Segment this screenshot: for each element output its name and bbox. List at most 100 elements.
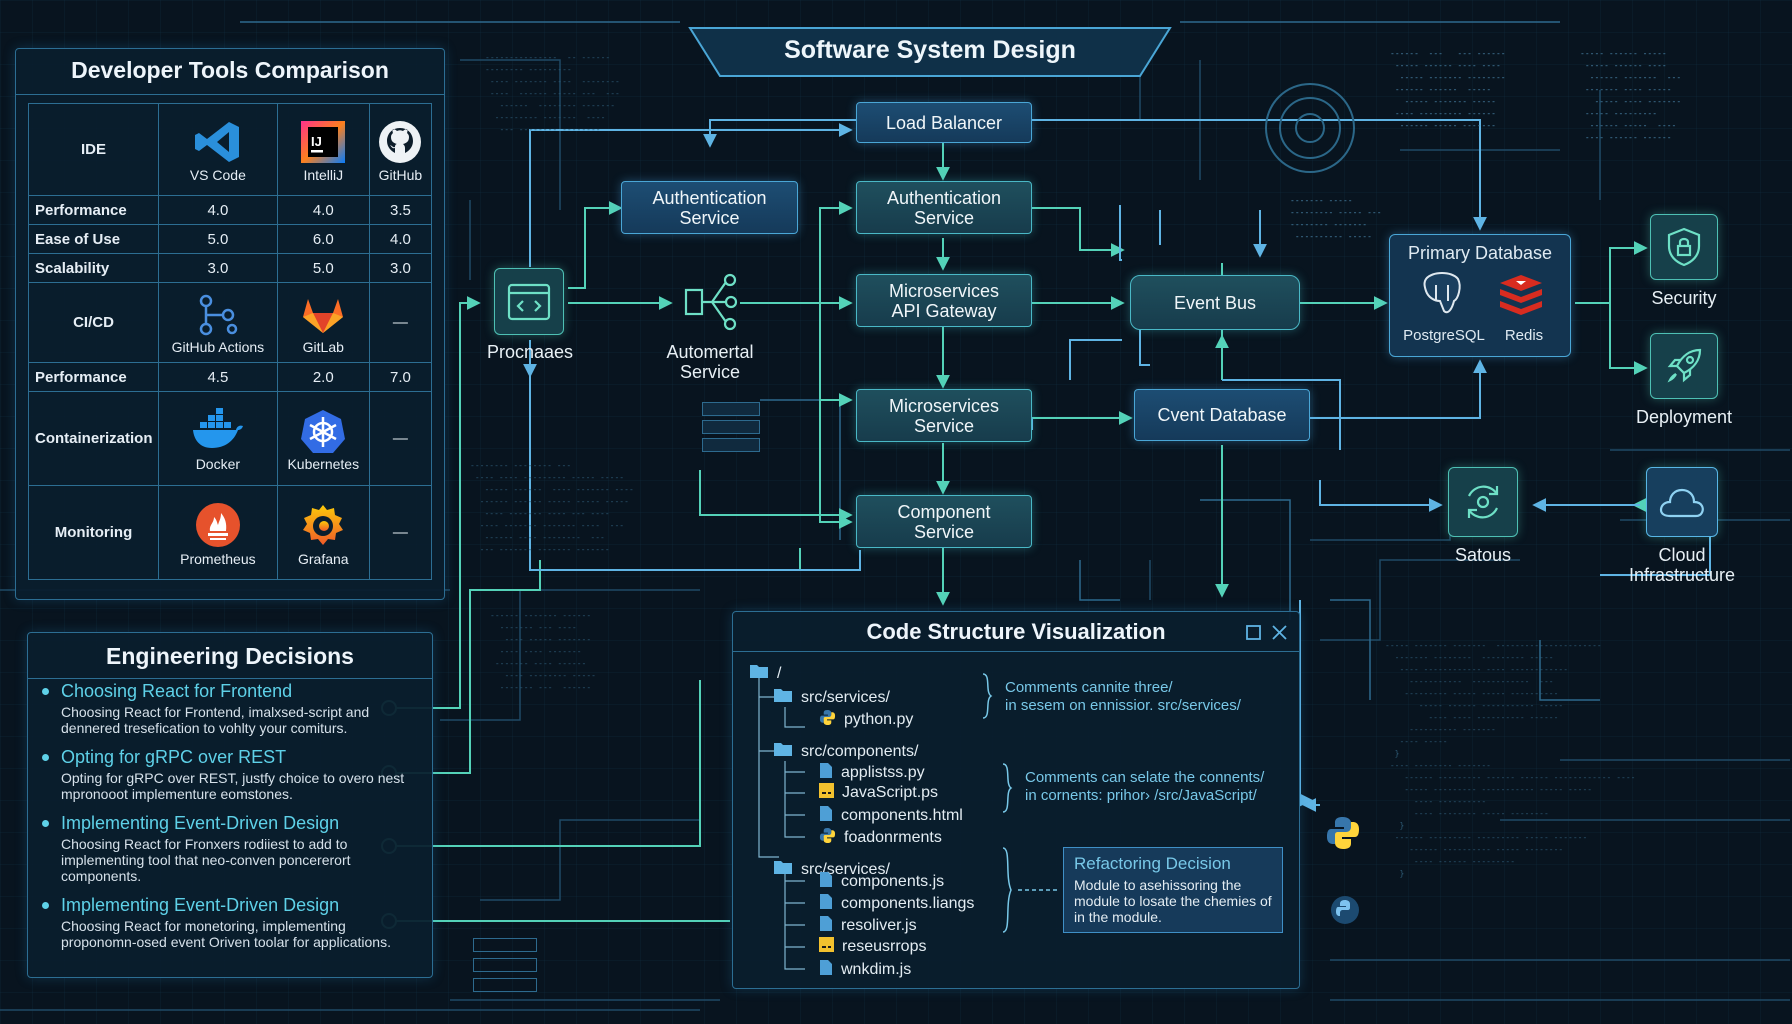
tree-folder[interactable]: / [749, 663, 781, 684]
tree-folder[interactable]: src/services/ [773, 687, 890, 708]
folder-icon [749, 663, 769, 684]
api-gateway-node[interactable]: Microservices API Gateway [856, 274, 1032, 327]
page-title: Software System Design [784, 35, 1076, 64]
tree-file[interactable]: components.html [819, 805, 963, 827]
folder-icon [773, 687, 793, 708]
tree-file[interactable]: resoliver.js [819, 915, 917, 937]
processes-label: Procnaaes [486, 342, 574, 362]
cloud-infrastructure-label: Cloud Infrastructure [1628, 545, 1736, 585]
folder-icon [773, 741, 793, 762]
window-controls [1246, 625, 1287, 640]
score-cell: 3.0 [368, 253, 433, 283]
decision-item[interactable]: Choosing React for Frontend Choosing Rea… [42, 681, 422, 736]
event-database-node[interactable]: Cvent Database [1134, 389, 1310, 441]
code-comment: Comments can selate the connents/ in cor… [1025, 769, 1265, 804]
code-structure-panel: Code Structure Visualization / src/servic… [732, 611, 1300, 989]
tree-item-label: reseusrrops [842, 938, 927, 955]
decision-title: Implementing Event-Driven Design [61, 813, 340, 833]
tree-file[interactable]: JavaScript.ps [819, 783, 938, 803]
authentication-service-left-node[interactable]: Authentication Service [621, 181, 798, 234]
tree-item-label: components.liangs [841, 895, 975, 912]
primary-database-node[interactable]: Primary Database PostgreSQL Redis [1389, 234, 1571, 357]
tools-comparison-table: IDE VS Code IJ IntelliJ GitHub Performan… [28, 103, 433, 580]
automertal-service-label: Automertal Service [666, 342, 754, 382]
decision-item[interactable]: Implementing Event-Driven Design Choosin… [42, 895, 422, 950]
network-branch-icon[interactable] [678, 272, 744, 332]
python-file-icon [819, 827, 836, 849]
tool-intellij: IJ IntelliJ [276, 103, 370, 196]
tool-grafana: Grafana [276, 485, 370, 580]
deployment-node[interactable] [1650, 333, 1718, 399]
python-badge-icon [1331, 896, 1359, 924]
row-label: Performance [28, 195, 159, 225]
github-actions-icon [199, 294, 238, 336]
vscode-icon [194, 122, 239, 162]
tree-file[interactable]: applistss.py [819, 762, 925, 784]
maximize-icon[interactable] [1246, 625, 1261, 640]
cloud-infrastructure-node[interactable] [1646, 467, 1718, 537]
decision-title: Opting for gRPC over REST [61, 747, 287, 767]
background-code-snippet: -------- -------- --- ---- ---- --------… [470, 461, 634, 554]
tree-lines [758, 672, 1058, 970]
tool-docker: Docker [158, 391, 278, 486]
intellij-icon: IJ [301, 121, 346, 163]
tree-item-label: components.html [841, 807, 963, 824]
primary-database-title: Primary Database [1407, 243, 1553, 263]
deco-tag [702, 402, 760, 416]
score-cell: 3.0 [158, 253, 278, 283]
tree-folder[interactable]: src/components/ [773, 741, 918, 762]
microservices-service-node[interactable]: Microservices Service [856, 389, 1032, 442]
tool-kubernetes: Kubernetes [276, 391, 370, 486]
tool-github: GitHub [368, 103, 433, 196]
security-node[interactable] [1650, 214, 1718, 280]
authentication-service-node[interactable]: Authentication Service [856, 181, 1032, 234]
security-label: Security [1651, 288, 1717, 308]
status-label: Satous [1454, 545, 1512, 565]
redis-label: Redis [1504, 327, 1544, 344]
code-structure-title: Code Structure Visualization [733, 612, 1299, 652]
decision-item[interactable]: Implementing Event-Driven Design Choosin… [42, 813, 422, 884]
tree-file[interactable]: python.py [819, 709, 913, 731]
deco-tag [473, 938, 537, 952]
containerization-label: Containerization [28, 391, 159, 486]
decision-body: Choosing React for monetoring, implement… [61, 918, 391, 950]
refactoring-title: Refactoring Decision [1074, 854, 1231, 873]
file-icon [819, 762, 833, 784]
row-label: Performance [28, 362, 159, 392]
tree-file[interactable]: wnkdim.js [819, 959, 911, 981]
cloud-icon [1659, 488, 1704, 518]
tree-item-label: resoliver.js [841, 917, 917, 934]
deco-tag [473, 978, 537, 992]
tree-file[interactable]: components.js [819, 871, 944, 893]
tree-file[interactable]: components.liangs [819, 893, 974, 915]
tree-item-label: src/services/ [801, 688, 890, 706]
file-icon [819, 959, 833, 981]
sync-gear-icon [1467, 485, 1499, 519]
tree-item-label: foadonrments [844, 829, 942, 846]
background-code-snippet: ------ --- --- ------ ----- ------ ---- … [1390, 49, 1506, 130]
github-icon [379, 121, 422, 163]
code-comment: Comments cannite three/ in sesem on enni… [1005, 679, 1241, 714]
tree-item-label: src/components/ [801, 742, 919, 760]
tree-file[interactable]: reseusrrops [819, 937, 926, 957]
tree-file[interactable]: foadonrments [819, 827, 942, 849]
empty-cell: — [368, 282, 433, 363]
close-icon[interactable] [1272, 625, 1287, 640]
background-code-snippet: --------------- -- ------ -------- -----… [485, 53, 620, 134]
refactoring-decision-box: Refactoring Decision Module to asehissor… [1063, 847, 1283, 933]
status-node[interactable] [1448, 467, 1518, 537]
tree-item-label: applistss.py [841, 764, 925, 781]
component-service-node[interactable]: Component Service [856, 495, 1032, 548]
decision-item[interactable]: Opting for gRPC over REST Opting for gRP… [42, 747, 422, 802]
folder-icon [773, 859, 793, 880]
engineering-decisions-title: Engineering Decisions [28, 633, 432, 679]
tool-prometheus: Prometheus [158, 485, 278, 580]
processes-node[interactable] [494, 268, 564, 335]
cicd-label: CI/CD [28, 282, 159, 363]
event-bus-node[interactable]: Event Bus [1130, 275, 1300, 330]
load-balancer-node[interactable]: Load Balancer [856, 102, 1032, 143]
monitoring-label: Monitoring [28, 485, 159, 580]
kubernetes-icon [301, 410, 346, 453]
tool-vscode: VS Code [158, 103, 278, 196]
